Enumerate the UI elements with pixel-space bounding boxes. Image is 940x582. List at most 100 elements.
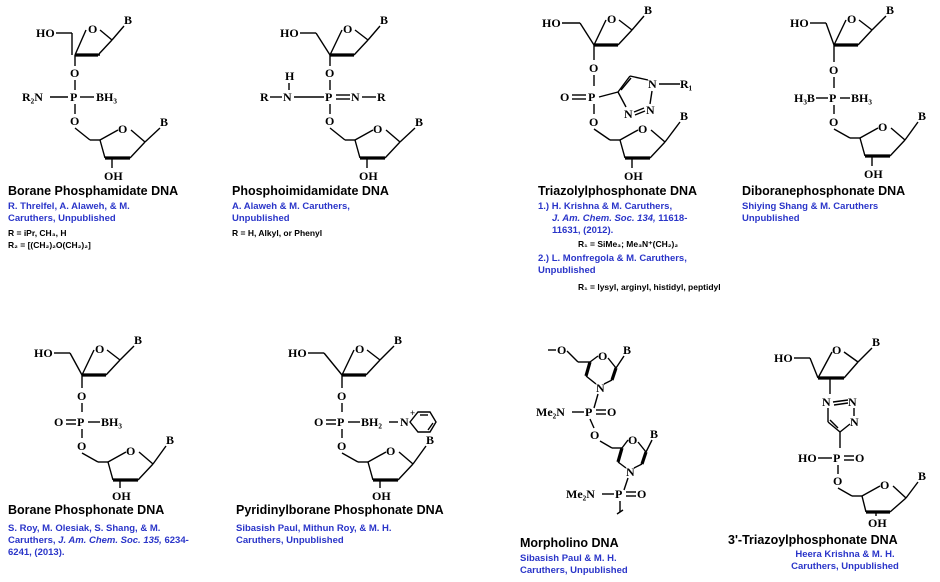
- atom-o-ring2: O: [386, 444, 395, 458]
- atom-o-link2: O: [829, 115, 838, 129]
- title-pyridinylborane-phosphonate: Pyridinylborane Phosphonate DNA: [236, 503, 444, 517]
- title-phosphoimidamidate: Phosphoimidamidate DNA: [232, 184, 389, 198]
- atom-o-ring: O: [598, 349, 607, 363]
- ref-3-triazoylphosphonate: Heera Krishna & M. H. Caruthers, Unpubli…: [791, 549, 899, 572]
- atom-p: P: [337, 415, 344, 429]
- ref-krishna-year: 11631, (2012).: [552, 225, 614, 236]
- atom-ho2: HO: [798, 451, 817, 465]
- atom-bh3: BH₃: [851, 91, 872, 105]
- panel-morpholino: O O B N Me₂N P O O O B N Me₂N: [500, 320, 720, 582]
- atom-p: P: [833, 451, 840, 465]
- title-triazolylphosphonate: Triazolylphosphonate DNA: [538, 184, 698, 198]
- atom-h: H: [285, 69, 295, 83]
- atom-o-link2: O: [325, 114, 334, 128]
- atom-p: P: [588, 90, 595, 104]
- panel-3-triazoylphosphonate: HO O B N N N HO P O O O: [720, 320, 940, 582]
- atom-n3: N: [624, 107, 633, 121]
- journal-jacs: J. Am. Chem. Soc. 134,: [552, 213, 656, 224]
- atom-n1: N: [822, 395, 831, 409]
- title-borane-phosphonate: Borane Phosphonate DNA: [8, 503, 165, 517]
- journal-jacs: J. Am. Chem. Soc. 135,: [58, 535, 162, 546]
- charge-plus: +: [410, 408, 415, 418]
- note-r1-b: R₁ = lysyl, arginyl, histidyl, peptidyl: [578, 282, 721, 292]
- ref-borane-phosphamidate: R. Threlfel, A. Alaweh, & M. Caruthers, …: [8, 201, 130, 224]
- pages: 6234-6241, (2013).: [8, 535, 189, 558]
- atom-oh: OH: [104, 169, 123, 183]
- panel-diboranephosphonate: HO O B O H₃B P BH₃ O O B OH Diboranephos…: [740, 0, 940, 290]
- atom-b2: B: [160, 115, 168, 129]
- atom-b: B: [124, 13, 132, 27]
- atom-r: R: [260, 90, 269, 104]
- ref-morpholino: Sibasish Paul & M. H. Caruthers, Unpubli…: [520, 553, 628, 576]
- panel-phosphoimidamidate: HO O B O H R N P N R O O B: [230, 0, 530, 290]
- atom-o-double: O: [607, 405, 616, 419]
- ref-borane-phosphonate: S. Roy, M. Olesiak, S. Shang, & M. Carut…: [8, 523, 208, 559]
- atom-n: N: [596, 381, 605, 395]
- note-r1-a: R₁ = SiMe₃; Me₃N⁺(CH₂)₂: [578, 239, 679, 249]
- atom-o-double2: O: [637, 487, 646, 501]
- atom-o-ring: O: [343, 22, 352, 36]
- atom-b2: B: [426, 433, 434, 447]
- atom-oh: OH: [868, 516, 887, 530]
- atom-oh: OH: [359, 169, 378, 183]
- atom-o-ring2: O: [126, 444, 135, 458]
- structure-3-triazoylphosphonate: HO O B N N N HO P O O O: [774, 335, 926, 530]
- structure-phosphoimidamidate: HO O B O H R N P N R O O B: [260, 13, 423, 183]
- note-r2: R₂ = [(CH₂)₂O(CH₂)₂]: [8, 240, 91, 250]
- atom-bh2: BH₂: [361, 415, 382, 429]
- atom-o-link2: O: [589, 115, 598, 129]
- title-3-triazoylphosphonate: 3'-Triazoylphosphonate DNA: [728, 533, 898, 547]
- atom-o-ring2: O: [373, 122, 382, 136]
- atom-o-ring: O: [355, 342, 364, 356]
- atom-ho: HO: [790, 16, 809, 30]
- atom-ho: HO: [36, 26, 55, 40]
- title-morpholino: Morpholino DNA: [520, 536, 619, 550]
- atom-h3b: H₃B: [794, 91, 815, 105]
- atom-o-link2: O: [70, 114, 79, 128]
- atom-o-ring: O: [88, 22, 97, 36]
- atom-o-link: O: [589, 61, 598, 75]
- atom-o-link: O: [829, 63, 838, 77]
- authors: S. Roy, M. Olesiak, S. Shang, & M. Carut…: [8, 523, 161, 546]
- atom-o-ring: O: [95, 342, 104, 356]
- atom-o-double: O: [54, 415, 63, 429]
- atom-ho: HO: [34, 346, 53, 360]
- atom-b: B: [872, 335, 880, 349]
- atom-me2n2: Me₂N: [566, 487, 595, 501]
- atom-p: P: [585, 405, 592, 419]
- atom-o-methoxy: O: [557, 343, 566, 357]
- atom-b: B: [623, 343, 631, 357]
- atom-p: P: [77, 415, 84, 429]
- structure-diboranephosphonate: HO O B O H₃B P BH₃ O O B OH: [790, 3, 926, 181]
- atom-ho: HO: [774, 351, 793, 365]
- atom-n2: N: [646, 103, 655, 117]
- atom-o-ring2: O: [628, 433, 637, 447]
- atom-n2: N: [848, 395, 857, 409]
- atom-b2: B: [415, 115, 423, 129]
- atom-o-link: O: [77, 389, 86, 403]
- ref-phosphoimidamidate: A. Alaweh & M. Caruthers, Unpublished: [232, 201, 350, 224]
- atom-o-ring2: O: [638, 122, 647, 136]
- atom-o-ring: O: [832, 343, 841, 357]
- atom-r2: R: [377, 90, 386, 104]
- atom-n2: N: [351, 90, 360, 104]
- atom-b2: B: [918, 469, 926, 483]
- atom-b: B: [380, 13, 388, 27]
- atom-bh3: BH₃: [96, 90, 117, 104]
- atom-bh3: BH₃: [101, 415, 122, 429]
- atom-o-link: O: [325, 66, 334, 80]
- atom-oh: OH: [864, 167, 883, 181]
- atom-p: P: [325, 90, 332, 104]
- atom-ho: HO: [280, 26, 299, 40]
- atom-oh: OH: [112, 489, 131, 503]
- title-diboranephosphonate: Diboranephosphonate DNA: [742, 184, 906, 198]
- atom-o-ring2: O: [880, 478, 889, 492]
- atom-n3: N: [850, 415, 859, 429]
- panel-borane-phosphonate: HO O B O O P BH₃ O O B OH Borane Phospho…: [0, 320, 230, 582]
- atom-o-link: O: [70, 66, 79, 80]
- note-r: R = H, Alkyl, or Phenyl: [232, 228, 323, 238]
- ref-krishna: 1.) H. Krishna & M. Caruthers,: [538, 201, 673, 212]
- ref-krishna-journal: J. Am. Chem. Soc. 134, 11618-: [552, 213, 742, 225]
- atom-r2n: R₂N: [22, 90, 43, 104]
- atom-ho: HO: [288, 346, 307, 360]
